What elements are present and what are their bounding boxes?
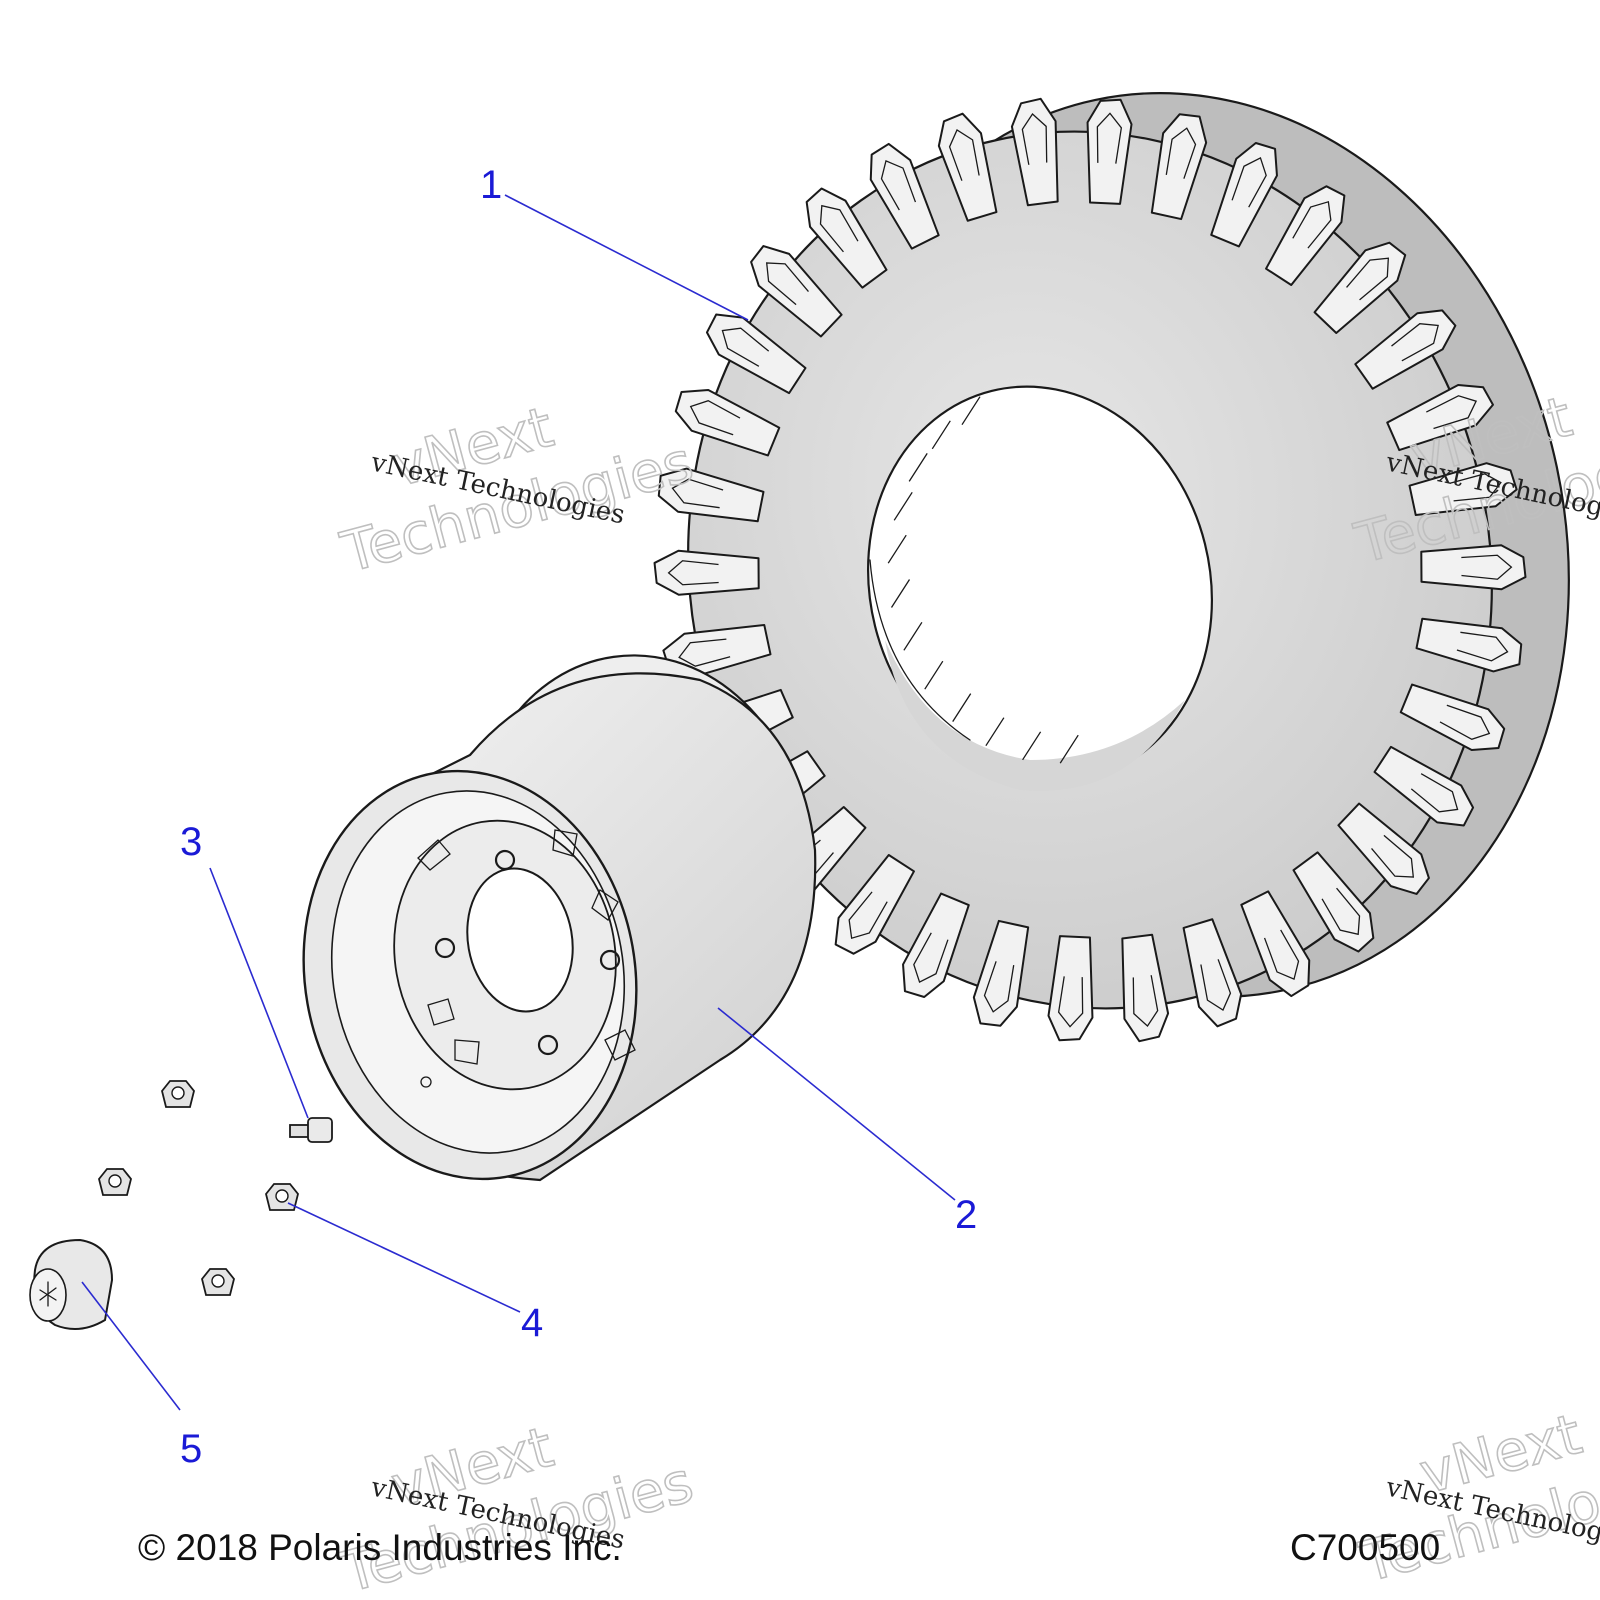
copyright-notice: © 2018 Polaris Industries Inc. — [138, 1527, 622, 1568]
leader-1 — [504, 194, 749, 321]
inner-rib — [887, 534, 907, 564]
tread-lug — [834, 854, 915, 955]
leader-4 — [287, 1202, 521, 1313]
inner-rib — [961, 396, 981, 426]
tread-lug — [1337, 802, 1430, 895]
tread-lug — [750, 245, 843, 338]
leader-2 — [717, 1007, 956, 1201]
diagram-code: C700500 — [1290, 1527, 1441, 1568]
tire-tread-blocks — [653, 97, 1527, 1043]
tread-lug — [1121, 933, 1170, 1043]
tread-lug — [1408, 462, 1518, 517]
valve-stem — [289, 1117, 333, 1143]
tread-lug — [1086, 98, 1133, 205]
inner-rib — [893, 491, 913, 521]
tread-lug — [657, 467, 765, 523]
callout-1: 1 — [480, 163, 502, 207]
tread-lug — [653, 549, 760, 596]
tread-lug — [1210, 142, 1278, 248]
inner-rib — [903, 621, 923, 651]
lug-nut — [161, 1080, 195, 1108]
tread-lug — [805, 187, 888, 289]
inner-rib — [985, 717, 1005, 747]
inner-rib — [931, 420, 951, 450]
tread-lug — [705, 313, 807, 395]
callout-3: 3 — [180, 820, 202, 864]
tread-lug — [902, 892, 970, 998]
leader-3 — [209, 867, 309, 1119]
tread-lug — [1415, 617, 1523, 673]
tread-lug — [972, 919, 1030, 1027]
leader-lines — [81, 194, 956, 1411]
inner-rib — [908, 453, 928, 482]
tread-lug — [1399, 683, 1506, 752]
tread-lug — [1386, 384, 1494, 452]
callout-2: 2 — [955, 1193, 977, 1237]
inner-rib — [924, 660, 944, 690]
inner-rib — [890, 579, 911, 608]
callout-4: 4 — [521, 1301, 543, 1345]
lug-nut — [201, 1268, 235, 1296]
callout-5: 5 — [180, 1427, 202, 1471]
inner-rib — [952, 693, 972, 722]
tread-lug — [1150, 113, 1208, 221]
tread-lug — [1373, 745, 1475, 827]
lug-nuts — [98, 1080, 299, 1296]
inner-rib — [1059, 734, 1079, 764]
tire — [653, 92, 1570, 1043]
tread-lug — [1265, 185, 1346, 286]
inner-rib — [1022, 731, 1042, 761]
tread-lug — [1240, 890, 1311, 998]
callout-labels: 1 2 3 4 5 — [180, 163, 977, 1471]
tread-lug — [674, 388, 781, 457]
tread-lug — [869, 142, 940, 250]
tread-lug — [1354, 309, 1457, 390]
tread-lug — [1047, 935, 1094, 1042]
tread-lug — [1010, 97, 1059, 207]
wheel — [302, 654, 817, 1182]
tread-lug — [937, 112, 998, 222]
center-cap — [29, 1238, 114, 1330]
tread-lug — [1292, 851, 1375, 953]
tire-inner-ribs — [887, 396, 1079, 764]
tread-lug — [1313, 241, 1407, 334]
tread-lug — [1182, 918, 1243, 1028]
tread-lug — [1420, 544, 1527, 591]
leader-5 — [81, 1281, 181, 1411]
lug-nut — [98, 1168, 132, 1196]
